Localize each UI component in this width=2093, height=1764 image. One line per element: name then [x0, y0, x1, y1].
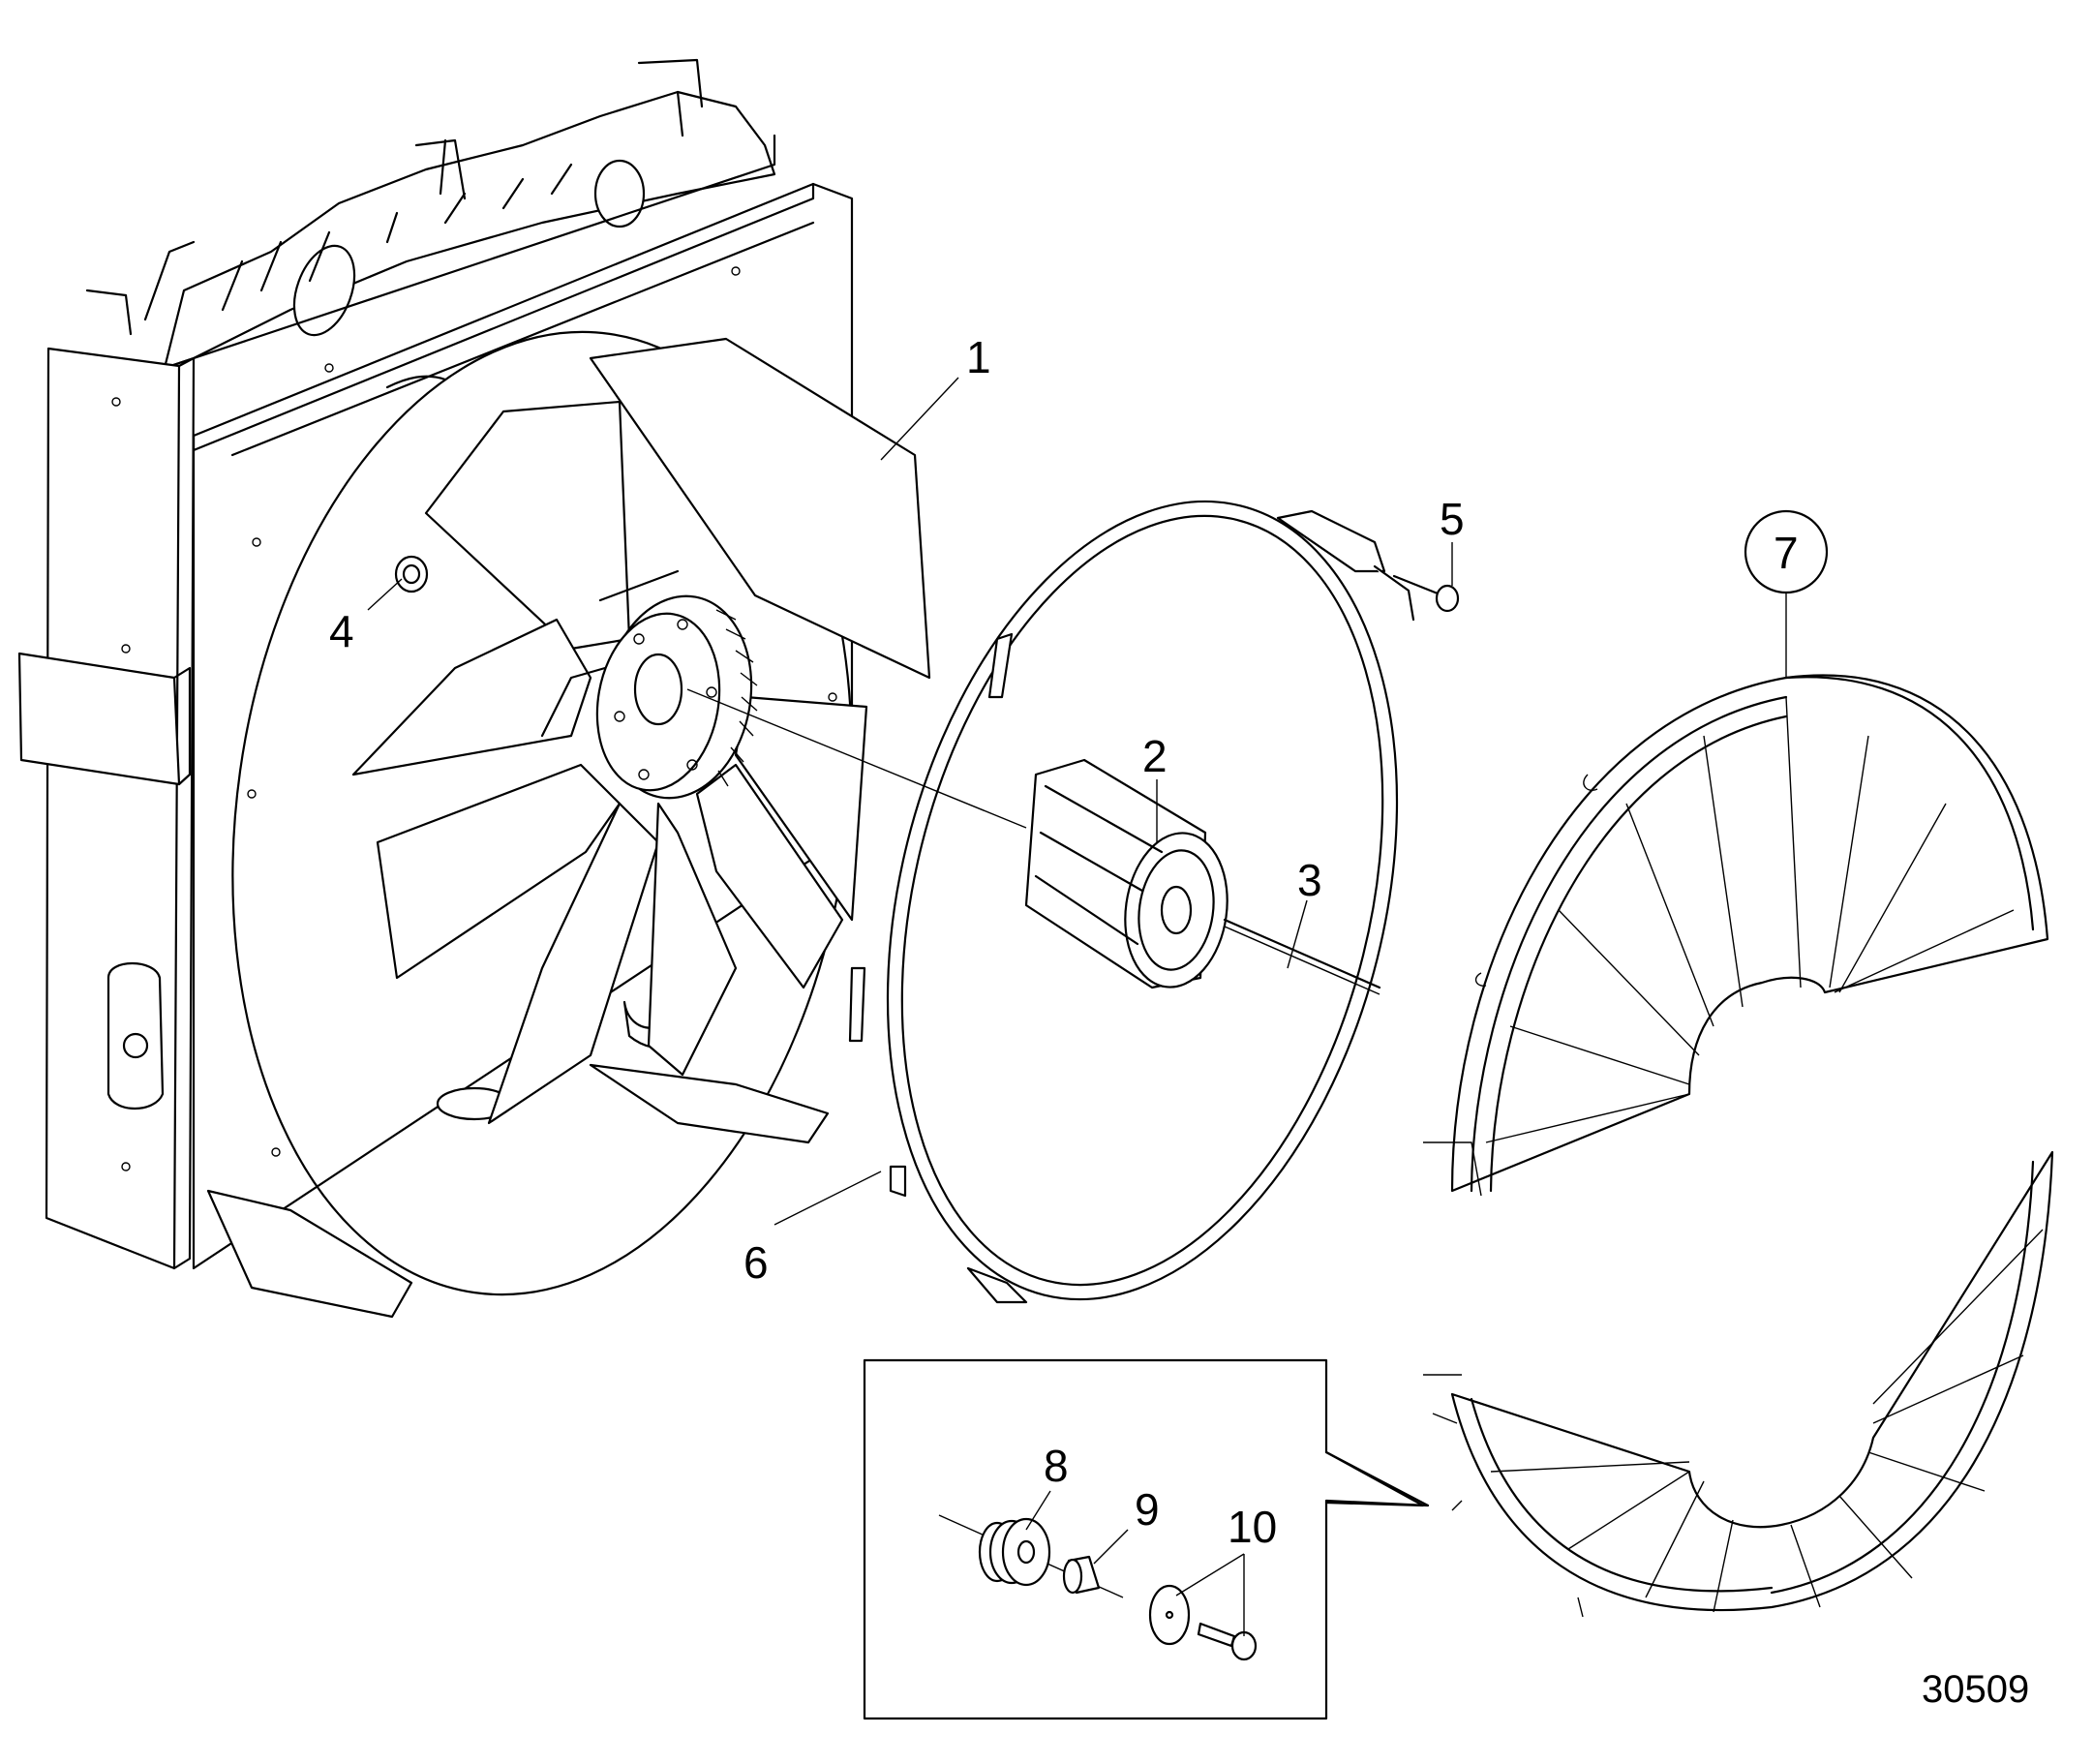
callout-circle [1744, 509, 1829, 594]
figure-number: 30509 [1922, 1668, 2029, 1711]
sleeve [1062, 1555, 1101, 1595]
callout-1: 1 [966, 332, 991, 382]
leader-lines [367, 377, 1829, 1636]
callout-6: 6 [743, 1237, 769, 1288]
cooling-fan [351, 337, 1027, 1125]
callout-7: 7 [1774, 528, 1799, 578]
callout-5: 5 [1440, 494, 1465, 544]
screw [1223, 918, 1381, 995]
callout-4: 4 [329, 606, 354, 656]
fan-ring [848, 500, 1415, 1304]
spacer [1024, 758, 1228, 989]
washer-and-bolt [1148, 1584, 1258, 1661]
callout-3: 3 [1297, 855, 1322, 905]
fan-guard-upper [1423, 674, 2049, 1197]
fan-guard-lower [1423, 1150, 2054, 1618]
callout-10: 10 [1228, 1502, 1277, 1552]
callout-labels: 1 2 3 4 5 6 7 8 9 10 30509 [329, 332, 2029, 1711]
bolt-5 [1392, 574, 1460, 613]
detail-inset [863, 1358, 1430, 1720]
callout-2: 2 [1142, 731, 1168, 781]
callout-9: 9 [1135, 1484, 1160, 1535]
nut-4 [394, 555, 429, 593]
callout-8: 8 [1044, 1441, 1069, 1491]
